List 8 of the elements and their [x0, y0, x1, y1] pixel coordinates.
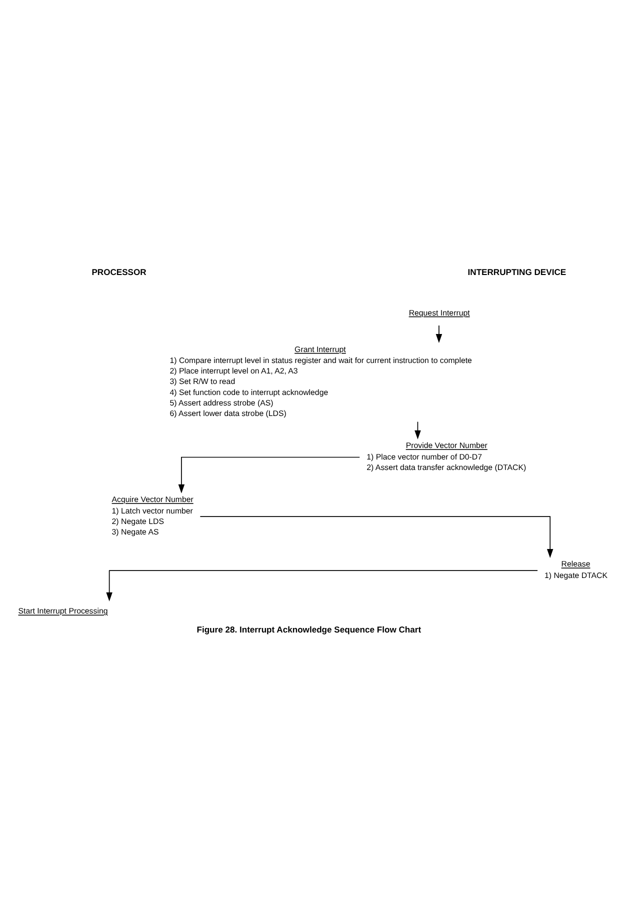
arrow [106, 570, 538, 602]
label: INTERRUPTING DEVICE [468, 267, 566, 278]
arrow [200, 516, 554, 558]
arrow [436, 325, 442, 343]
caption: Figure 28. Interrupt Acknowledge Sequence Flow Chart [196, 624, 422, 635]
arrow [414, 421, 421, 440]
arrow [178, 456, 360, 494]
label: PROCESSOR [92, 267, 146, 278]
